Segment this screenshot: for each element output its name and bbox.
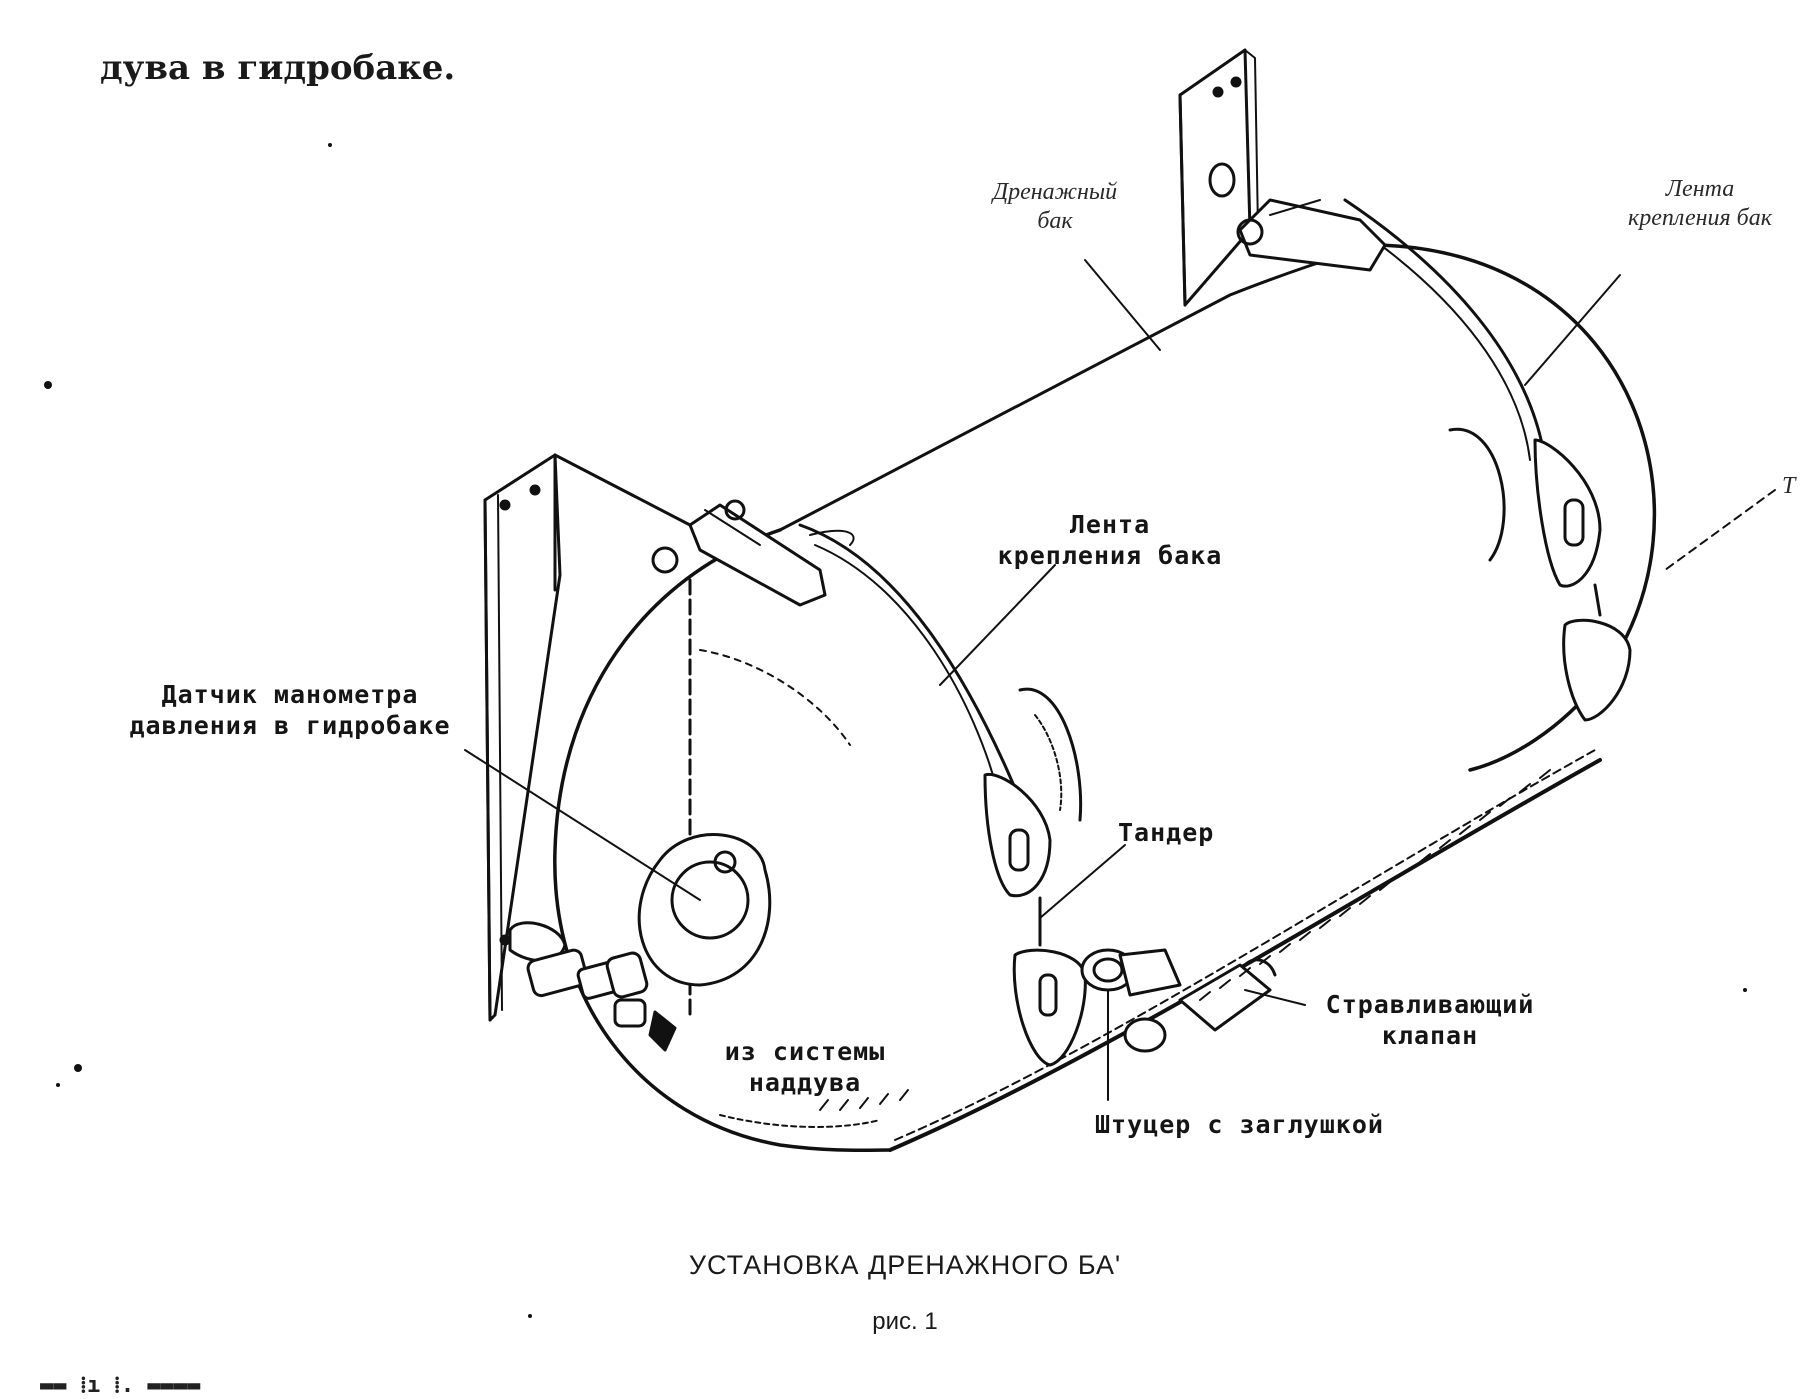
pressurisation-inlet-fitting bbox=[508, 921, 677, 1052]
front-band bbox=[798, 523, 1022, 802]
tank-bottom-hatching bbox=[819, 769, 1551, 1111]
pressure-sensor-part bbox=[637, 833, 772, 987]
label-right-edge-cut: Т bbox=[1782, 473, 1796, 499]
intro-text-line: дува в гидробаке. bbox=[100, 48, 456, 88]
label-tander: Тандер bbox=[1118, 818, 1215, 847]
figure-caption: УСТАНОВКА ДРЕНАЖНОГО БА' bbox=[688, 1250, 1122, 1280]
label-plugged-fitting: Штуцер с заглушкой bbox=[1095, 1110, 1384, 1139]
label-drain-tank: Дренажный бак bbox=[992, 179, 1118, 235]
label-relief-valve: Стравливающий клапан bbox=[1325, 990, 1535, 1050]
rear-wall-bracket bbox=[1178, 48, 1259, 307]
label-from-pressurisation-system: из системы наддува bbox=[724, 1037, 886, 1097]
front-band-bracket bbox=[983, 772, 1087, 1067]
tank-rear-dome bbox=[1373, 243, 1656, 772]
front-top-clamp bbox=[651, 499, 827, 607]
rear-band-bracket bbox=[1533, 438, 1632, 722]
label-band-right: Лента крепления бак bbox=[1628, 176, 1772, 232]
footer-fragment: ▬▬ ⁞ı ⁞. ▬▬▬▬ bbox=[40, 1373, 201, 1398]
label-pressure-sensor: Датчик манометра давления в гидробаке bbox=[129, 680, 451, 740]
rear-top-clamp bbox=[1236, 198, 1387, 272]
front-wall-bracket bbox=[483, 453, 692, 1022]
label-band-left: Лента крепления бака bbox=[997, 510, 1223, 570]
scan-specks bbox=[44, 143, 1747, 1318]
cut-off-top-text-line: ‾‾‾‾ ‾‾ ‾‾‾‾‾‾‾ ‾‾‾‾‾‾‾‾ ‾‾‾ ‾ ‾ bbox=[100, 0, 710, 15]
figure-number: рис. 1 bbox=[872, 1308, 938, 1335]
plugged-fitting-and-relief-valve bbox=[1080, 948, 1277, 1053]
rear-band bbox=[1343, 198, 1547, 462]
leader-lines bbox=[464, 259, 1776, 1101]
tank-body-top-line bbox=[778, 243, 1377, 532]
